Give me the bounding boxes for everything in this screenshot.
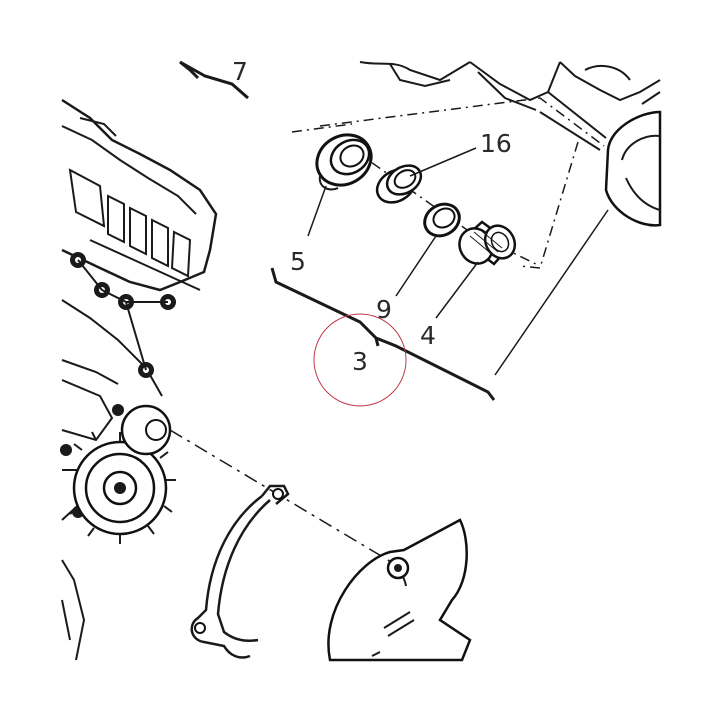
swingarm-frame [359, 61, 662, 227]
callout-3: 3 [352, 347, 368, 376]
callout-4: 4 [420, 321, 436, 350]
leader-5 [307, 185, 327, 237]
group-3-bracket [270, 267, 496, 401]
leader-9 [395, 235, 437, 297]
callout-16: 16 [480, 129, 512, 158]
callout-9: 9 [376, 295, 392, 324]
callout-7: 7 [232, 57, 248, 86]
leader-4 [435, 261, 479, 319]
leader-16 [409, 147, 477, 177]
group-7-bracket [179, 60, 249, 100]
seal-ring-part [423, 202, 461, 238]
highlight-circle [313, 313, 407, 407]
engine-block [60, 98, 218, 661]
needle-bearing-part [458, 220, 517, 266]
spacer-part [375, 164, 423, 204]
cover-gasket [190, 484, 290, 659]
callout-5: 5 [290, 247, 306, 276]
front-sprocket [69, 404, 176, 544]
sprocket-cover [327, 518, 472, 662]
oil-seal-part [315, 133, 373, 191]
